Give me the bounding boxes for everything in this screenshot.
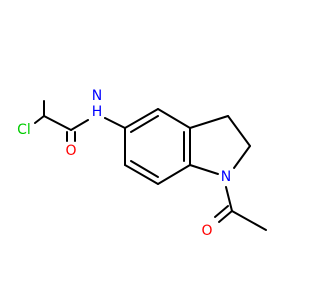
bond-ring-c7-c6 bbox=[124, 164, 159, 185]
bond-ring-c5-c4 bbox=[124, 108, 159, 129]
atom-ring-nitrogen: N bbox=[221, 169, 231, 185]
atom-amide-oxygen: O bbox=[65, 143, 76, 159]
bond-ring-c7-c6-inner bbox=[130, 160, 159, 178]
bond-carbonyl-nh bbox=[70, 119, 89, 131]
atom-acetyl-oxygen: O bbox=[201, 223, 212, 239]
bond-n1-acetyl-c bbox=[225, 186, 233, 212]
structure-canvas: Cl N H O N O bbox=[0, 0, 300, 300]
bond-nh-ring bbox=[104, 117, 126, 129]
bond-ring-c5-c4-inner bbox=[130, 115, 159, 133]
atom-amide-nitrogen: N bbox=[92, 88, 102, 104]
bonds bbox=[34, 100, 267, 231]
bond-ring-c4-c3a bbox=[157, 108, 191, 129]
bond-c2-n1 bbox=[233, 145, 251, 169]
bond-c3a-c3 bbox=[189, 115, 229, 129]
bond-acetyl-c-methyl bbox=[231, 210, 267, 231]
bond-c3-c2 bbox=[227, 115, 251, 147]
molecule-structure: Cl N H O N O bbox=[0, 0, 300, 300]
bond-acetyl-c-o-2 bbox=[214, 205, 229, 218]
bond-ch-carbonyl bbox=[43, 115, 72, 131]
background bbox=[0, 0, 300, 300]
bond-ch-cl bbox=[34, 115, 45, 124]
bond-c7a-n1 bbox=[189, 164, 219, 175]
atom-chlorine: Cl bbox=[17, 122, 31, 138]
bond-ring-c7a-c7 bbox=[157, 164, 191, 185]
bond-acetyl-c-o-1 bbox=[218, 210, 233, 223]
atom-amide-hydrogen: H bbox=[92, 104, 103, 120]
